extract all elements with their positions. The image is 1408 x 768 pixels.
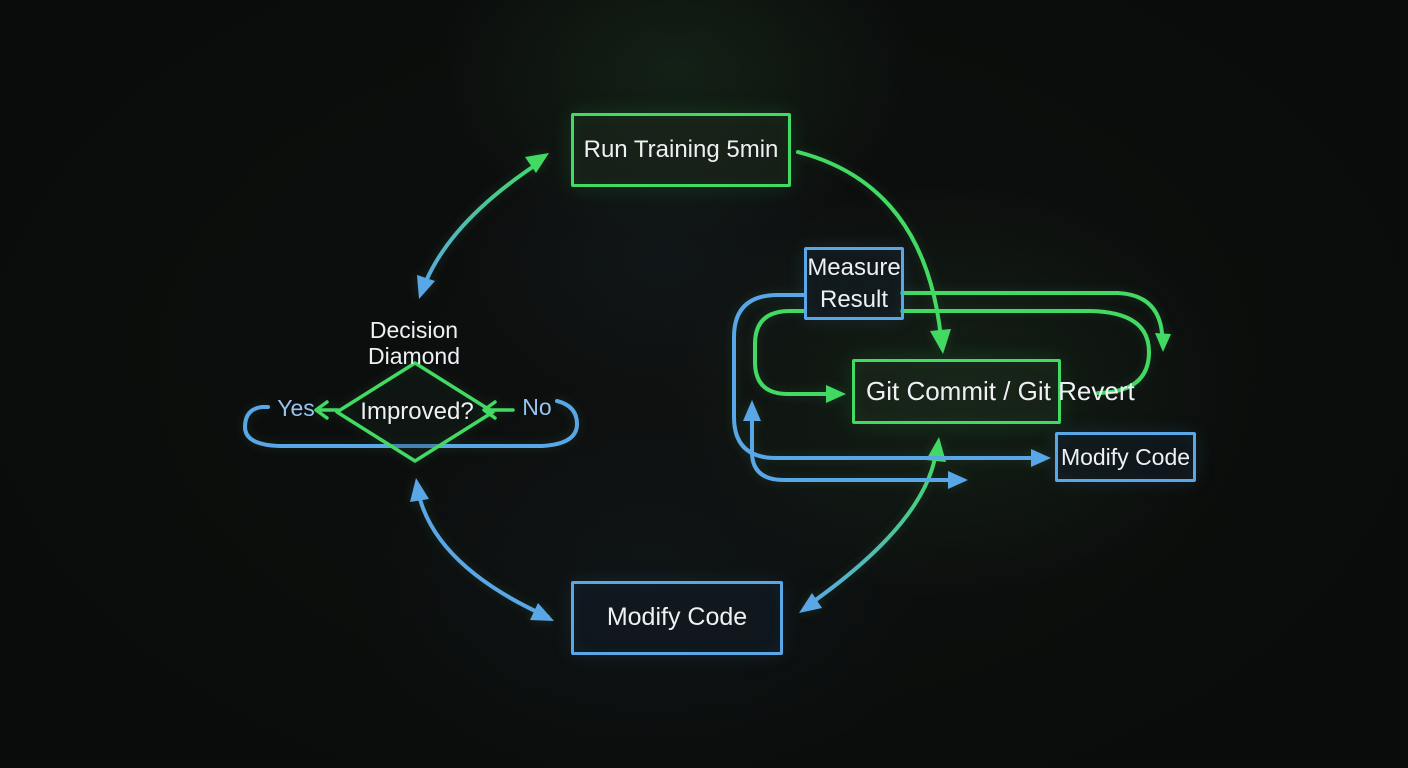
modify-code-bottom-node: Modify Code: [571, 581, 783, 655]
arrow-training-decision: [422, 160, 542, 288]
arrowhead-git-top: [930, 329, 951, 354]
arrowhead-modify-right: [1031, 449, 1051, 467]
git-commit-node: Git Commit / Git Revert: [852, 359, 1135, 424]
modify-code-right-node: Modify Code: [1055, 432, 1196, 482]
decision-diamond-shape: [335, 361, 495, 463]
yes-label: Yes: [277, 395, 315, 421]
run-training-label: Run Training 5min: [583, 136, 779, 163]
loop-measure-to-git-left: [753, 309, 828, 396]
arrow-training-to-git: [796, 150, 943, 340]
yes-no-loop: [243, 399, 579, 448]
modify-code-bottom-label: Modify Code: [606, 603, 748, 632]
arrow-decision-modify: [415, 484, 550, 619]
arrowhead-to-diamond: [410, 478, 429, 502]
arrowhead-to-training: [525, 153, 549, 173]
arrowhead-down-small: [1155, 333, 1171, 352]
loop-measure-to-modify-right: [732, 293, 1032, 460]
git-commit-label: Git Commit / Git Revert: [866, 376, 1135, 407]
run-training-node: Run Training 5min: [571, 113, 791, 187]
arrowhead-git-left: [826, 385, 846, 403]
no-branch-tick: [482, 400, 515, 420]
yes-branch-tick: [314, 400, 340, 420]
modify-code-right-label: Modify Code: [1060, 443, 1191, 470]
arrowhead-right-blue: [948, 471, 968, 489]
decision-diamond-caption: Decision Diamond: [367, 317, 461, 369]
loop-measure-right-outer: [900, 291, 1164, 335]
no-label: No: [522, 394, 552, 420]
arrowhead-to-decision: [417, 275, 435, 299]
arrowhead-to-modify-bottom: [530, 603, 554, 621]
arrowhead-modify-corner: [799, 593, 822, 613]
double-arrow-bottom-blue: [750, 418, 950, 482]
loop-measure-right-inner: [900, 309, 1151, 395]
arrowhead-git-bottom: [926, 437, 946, 462]
improved-question-label: Improved?: [360, 398, 474, 425]
arrow-modify-to-git: [808, 450, 938, 606]
arrowhead-up-blue: [743, 400, 761, 421]
